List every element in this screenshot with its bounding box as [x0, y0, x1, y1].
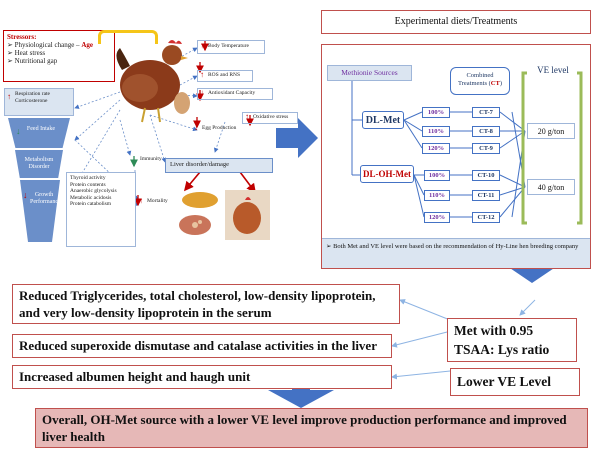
stressors-box: Stressors: ➢ Physiological change – Age …: [3, 30, 115, 82]
respiration-label: Respiration rate: [15, 91, 50, 97]
liver-label: Liver disorder/damage: [170, 161, 230, 168]
immunity-label: Immunity: [140, 156, 162, 162]
metabolism-box: Metabolism Disorder: [15, 150, 63, 178]
methionine-header-label: Methionie Sources: [341, 68, 398, 77]
finding-lipids: Reduced Triglycerides, total cholesterol…: [12, 284, 400, 324]
recommendation-note: ➢ Both Met and VE level were based on th…: [322, 238, 590, 268]
pct-box: 100%: [422, 107, 450, 118]
growth-note: Metabolic acidosis: [70, 194, 112, 201]
down-arrow-icon: ↓: [23, 190, 28, 200]
stressor-nutrition: ➢ Nutritional gap: [7, 57, 58, 65]
liver-images: [179, 190, 270, 240]
met-ratio-box: Met with 0.95 TSAA: Lys ratio: [447, 318, 577, 362]
ve-low-label: 40 g/ton: [537, 183, 565, 192]
oxidative-label: Oxidative stress: [253, 114, 289, 120]
finding-liver-enzymes: Reduced superoxide dismutase and catalas…: [12, 334, 392, 358]
met-ratio-text: Met with 0.95 TSAA: Lys ratio: [454, 323, 550, 357]
ros-label: ROS and RNS: [208, 72, 241, 78]
dl-oh-met-box: DL-OH-Met: [360, 165, 414, 183]
finding-lipids-text: Reduced Triglycerides, total cholesterol…: [19, 288, 376, 320]
experimental-connectors: [351, 71, 583, 225]
stressor-heat: ➢ Heat stress: [7, 49, 46, 57]
down-arrow-icon: ↓: [132, 154, 136, 163]
growth-label: Growth Performance: [30, 192, 61, 205]
experimental-title: Experimental diets/Treatments: [394, 16, 518, 27]
mortality-label: Mortality: [147, 198, 168, 204]
up-arrow-icon: ↑: [200, 70, 204, 79]
feed-intake-box: ↓ Feed Intake: [8, 118, 70, 148]
down-arrow-icon: ↓: [194, 123, 198, 132]
hen-illustration: [116, 40, 190, 123]
egg-production-box: ↓ Egg Production: [192, 123, 250, 136]
ct-box: CT-12: [472, 212, 500, 223]
finding-albumen: Increased albumen height and haugh unit: [12, 365, 392, 389]
recommendation-note-text: ➢ Both Met and VE level were based on th…: [326, 243, 579, 250]
ve-header: VE level: [527, 63, 579, 77]
up-arrow-icon: ↑: [139, 196, 143, 205]
growth-notes-box: Thyroid activity Protein contents Anaero…: [66, 172, 136, 247]
pct-box: 100%: [424, 170, 450, 181]
pct-box: 120%: [422, 143, 450, 154]
ve-high-box: 20 g/ton: [527, 123, 575, 139]
liver-box: Liver disorder/damage: [165, 158, 273, 173]
growth-note: Protein catabolism: [70, 201, 112, 207]
up-arrow-icon: ↑: [7, 92, 11, 101]
antioxidant-label: Antioxidant Capacity: [208, 90, 256, 96]
ve-high-label: 20 g/ton: [537, 127, 565, 136]
ct-box: CT-10: [472, 170, 500, 181]
egg-production-label: Egg Production: [202, 125, 237, 131]
ve-header-label: VE level: [537, 65, 569, 75]
conclusion-text: Overall, OH-Met source with a lower VE l…: [42, 412, 567, 444]
feed-intake-label: Feed Intake: [26, 126, 56, 132]
experimental-title-box: Experimental diets/Treatments: [321, 10, 591, 34]
lower-ve-text: Lower VE Level: [457, 374, 551, 389]
up-arrow-icon: ↑: [200, 41, 204, 50]
dl-oh-met-label: DL-OH-Met: [363, 169, 411, 179]
stressor-bracket: [98, 30, 158, 44]
down-arrow-icon: ↓: [200, 88, 204, 97]
oxidative-box: ↑ Oxidative stress: [242, 112, 298, 124]
corticosterone-label: Corticosterone: [15, 97, 48, 104]
down-arrow-icon: ↓: [16, 126, 21, 136]
pct-box: 120%: [424, 212, 450, 223]
methionine-header: Methionie Sources: [327, 65, 412, 81]
growth-note: Protein contents: [70, 181, 106, 188]
ct-box: CT-11: [472, 190, 500, 201]
ct-box: CT-8: [472, 126, 500, 137]
ros-box: ↑ ROS and RNS: [197, 70, 253, 82]
metabolism-label: Metabolism Disorder: [24, 157, 54, 170]
antioxidant-box: ↓ Antioxidant Capacity: [197, 88, 273, 100]
stressor-age: ➢ Physiological change – Age: [7, 41, 93, 49]
conclusion-box: Overall, OH-Met source with a lower VE l…: [35, 408, 588, 448]
growth-note: Anaerobic glycolysis: [70, 188, 117, 194]
up-arrow-icon: ↑: [245, 112, 249, 121]
ct-box: CT-7: [472, 107, 500, 118]
stressors-title: Stressors:: [7, 33, 37, 41]
respiration-box: ↑ Respiration rate Corticosterone: [4, 88, 74, 116]
lower-ve-box: Lower VE Level: [450, 368, 580, 396]
pct-box: 110%: [424, 190, 450, 201]
body-temp-label: Body Temperature: [208, 43, 249, 49]
immunity-box: ↓ Immunity: [130, 154, 174, 167]
body-temp-box: ↑ Body Temperature: [197, 40, 265, 54]
growth-note: Thyroid activity: [70, 175, 106, 181]
dl-met-label: DL-Met: [365, 115, 401, 126]
growth-box: ↓ Growth Performance: [20, 180, 60, 242]
finding-albumen-text: Increased albumen height and haugh unit: [19, 369, 251, 384]
ve-low-box: 40 g/ton: [527, 179, 575, 195]
mortality-box: ↑ Mortality: [137, 196, 177, 209]
left-panel: Stressors: ➢ Physiological change – Age …: [0, 0, 298, 255]
ct-box: CT-9: [472, 143, 500, 154]
finding-liver-enzymes-text: Reduced superoxide dismutase and catalas…: [19, 338, 377, 353]
dl-met-box: DL-Met: [362, 111, 404, 129]
pct-box: 110%: [422, 126, 450, 137]
